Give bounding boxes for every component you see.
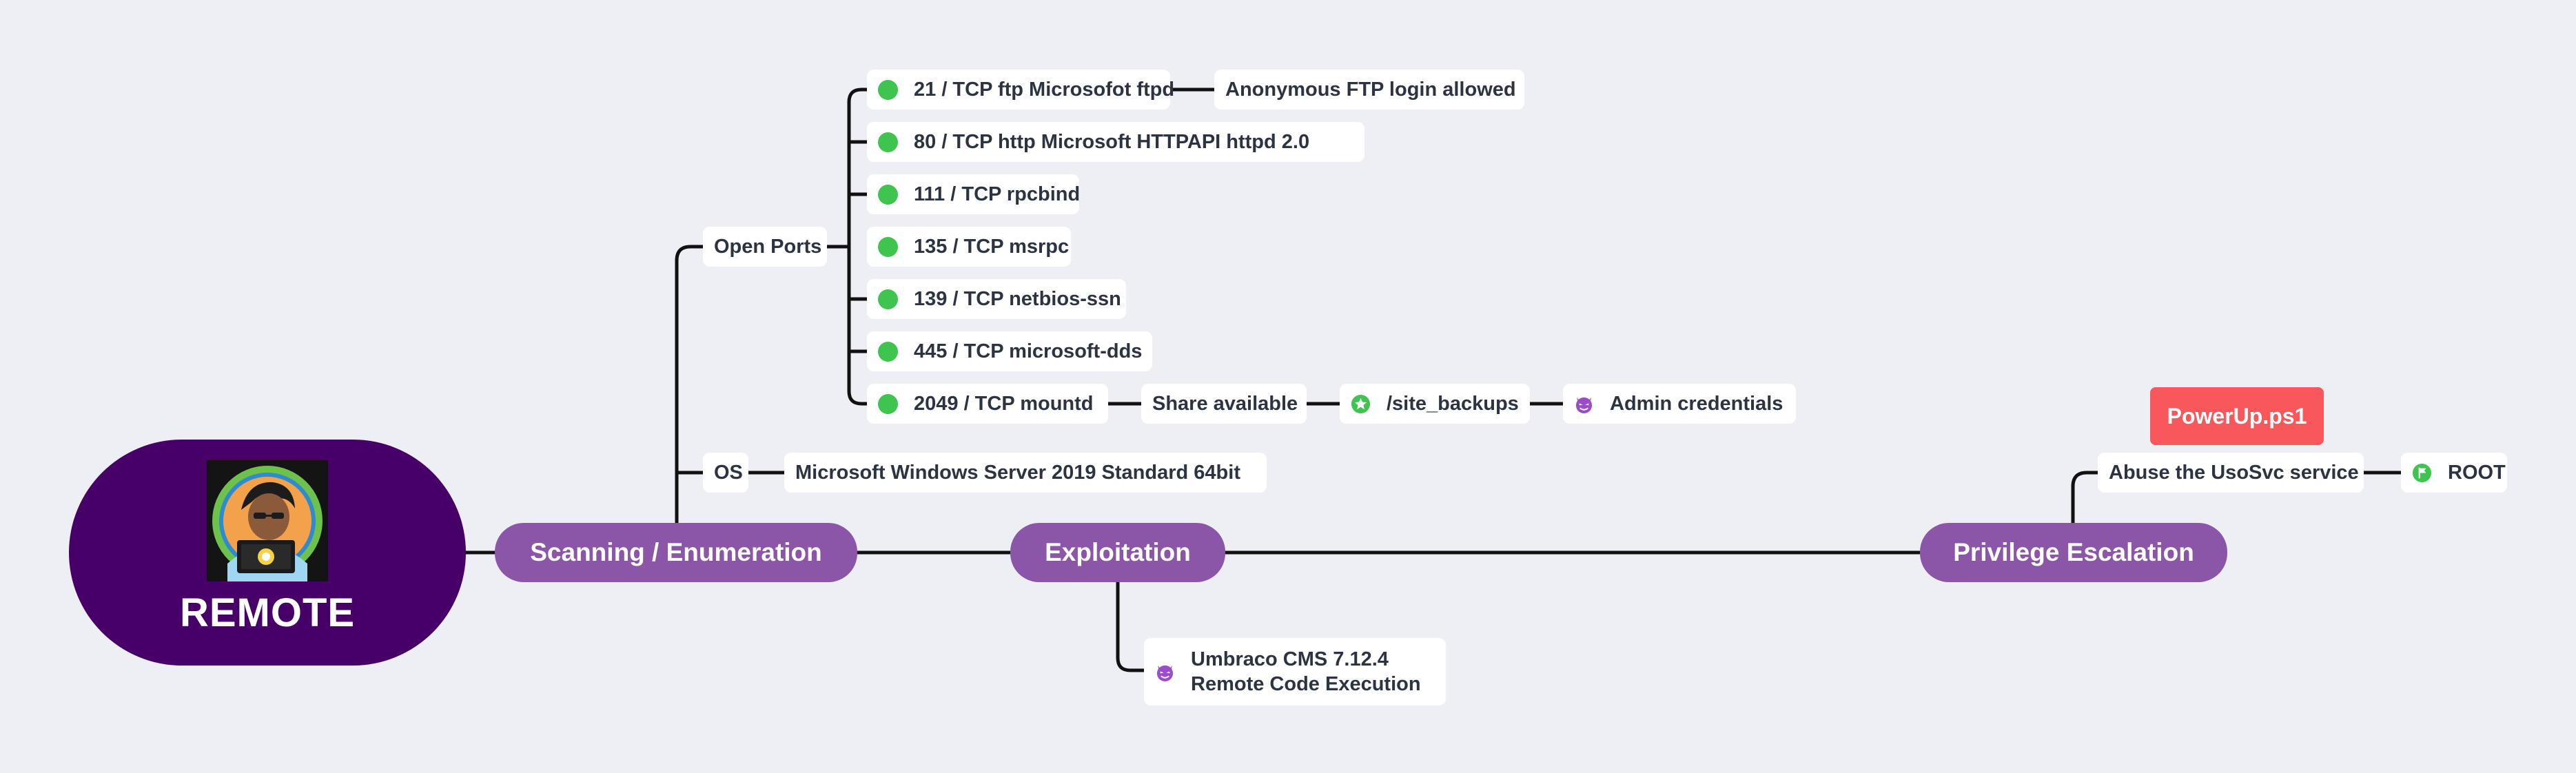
port-label: 135 / TCP msrpc	[914, 235, 1070, 258]
green-dot-icon	[878, 79, 898, 100]
port-label: 21 / TCP ftp Microsofot ftpd	[914, 78, 1175, 101]
port-detail-label: Anonymous FTP login allowed	[1225, 78, 1516, 101]
branch-label: Scanning / Enumeration	[530, 538, 822, 566]
port-node[interactable]: 135 / TCP msrpc	[867, 227, 1071, 267]
os-label: OS	[714, 461, 743, 484]
powerup-tag[interactable]: PowerUp.ps1	[2150, 387, 2324, 445]
green-dot-icon	[878, 341, 898, 362]
os-value-node[interactable]: Microsoft Windows Server 2019 Standard 6…	[784, 453, 1267, 493]
os-value-label: Microsoft Windows Server 2019 Standard 6…	[795, 461, 1240, 484]
open-ports-label: Open Ports	[714, 235, 822, 258]
port-node[interactable]: 111 / TCP rpcbind	[867, 174, 1081, 214]
powerup-label: PowerUp.ps1	[2167, 403, 2307, 429]
green-dot-icon	[878, 393, 898, 414]
branch-label: Privilege Escalation	[1953, 538, 2194, 566]
share-label: Share available	[1152, 392, 1298, 415]
port-node[interactable]: 80 / TCP http Microsoft HTTPAPI httpd 2.…	[867, 122, 1364, 162]
port-label: 2049 / TCP mountd	[914, 392, 1094, 415]
root-result-label: ROOT	[2448, 461, 2506, 484]
green-dot-icon	[878, 236, 898, 257]
credentials-label: Admin credentials	[1610, 392, 1783, 415]
green-dot-icon	[878, 132, 898, 152]
root-title: REMOTE	[179, 590, 356, 635]
hacker-avatar-icon	[207, 460, 328, 581]
share-path-label: /site_backups	[1387, 392, 1519, 415]
devil-face-icon	[1156, 665, 1174, 681]
port-node[interactable]: 21 / TCP ftp Microsofot ftpd	[867, 70, 1174, 110]
exploit-line-1: Umbraco CMS 7.12.4	[1191, 648, 1389, 670]
root-node: REMOTE	[69, 440, 466, 666]
open-ports-node[interactable]: Open Ports	[703, 227, 827, 267]
ftp-anonymous-node[interactable]: Anonymous FTP login allowed	[1214, 70, 1524, 110]
port-label: 111 / TCP rpcbind	[914, 183, 1081, 205]
devil-face-icon	[1575, 397, 1593, 413]
port-node[interactable]: 2049 / TCP mountd	[867, 384, 1108, 424]
branch-privilege-escalation[interactable]: Privilege Escalation	[1920, 523, 2227, 582]
admin-credentials-node[interactable]: Admin credentials	[1563, 384, 1796, 424]
port-label: 445 / TCP microsoft-dds	[914, 340, 1143, 362]
port-node[interactable]: 139 / TCP netbios-ssn	[867, 279, 1126, 319]
green-dot-icon	[878, 184, 898, 205]
branch-scanning-enumeration[interactable]: Scanning / Enumeration	[495, 523, 857, 582]
usosvc-node[interactable]: Abuse the UsoSvc service	[2098, 453, 2364, 493]
green-dot-icon	[878, 289, 898, 309]
port-label: 139 / TCP netbios-ssn	[914, 287, 1121, 310]
share-available-node[interactable]: Share available	[1141, 384, 1307, 424]
root-result-node[interactable]: ROOT	[2401, 453, 2507, 493]
umbraco-rce-node[interactable]: Umbraco CMS 7.12.4 Remote Code Execution	[1144, 638, 1446, 705]
site-backups-node[interactable]: /site_backups	[1340, 384, 1530, 424]
port-label: 80 / TCP http Microsoft HTTPAPI httpd 2.…	[914, 130, 1310, 153]
usosvc-label: Abuse the UsoSvc service	[2109, 461, 2359, 484]
branch-label: Exploitation	[1045, 538, 1191, 566]
flag-icon	[2412, 463, 2432, 482]
exploit-line-2: Remote Code Execution	[1191, 673, 1421, 695]
star-badge-icon	[1351, 394, 1371, 413]
branch-exploitation[interactable]: Exploitation	[1010, 523, 1225, 582]
port-node[interactable]: 445 / TCP microsoft-dds	[867, 331, 1152, 371]
os-node[interactable]: OS	[703, 453, 748, 493]
